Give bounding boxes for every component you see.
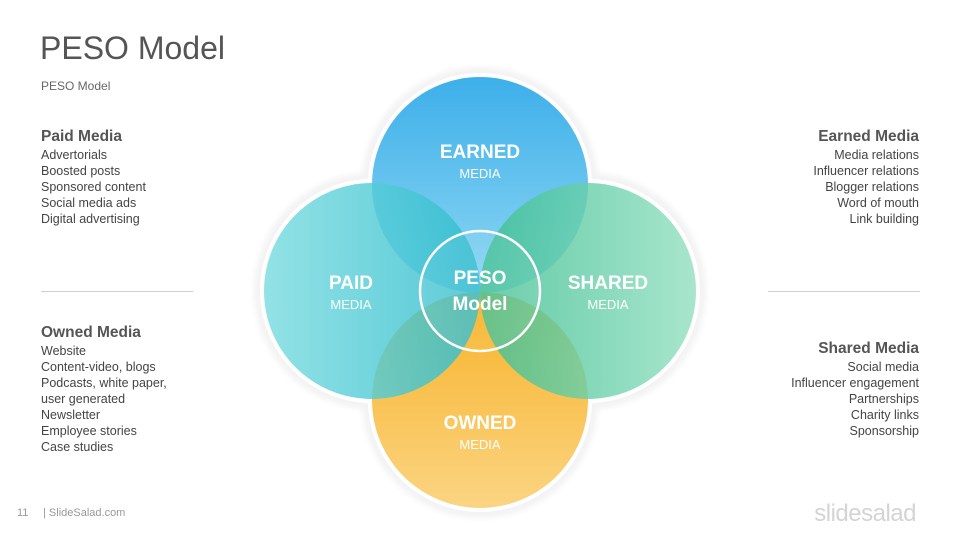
owned-media-item: user generated [41, 392, 126, 406]
center-label-line1: PESO [454, 268, 507, 289]
shared-media-item: Charity links [850, 408, 919, 422]
shared-media-item: Sponsorship [849, 424, 920, 438]
earned-sublabel: MEDIA [459, 166, 501, 181]
footer-site-link[interactable]: | SlideSalad.com [43, 507, 126, 519]
shared-media-item: Influencer engagement [791, 376, 919, 390]
owned-media-heading: Owned Media [41, 324, 141, 341]
center-ring [418, 229, 542, 353]
earned-media-item: Influencer relations [813, 164, 919, 178]
owned-media-item: Employee stories [41, 424, 137, 438]
owned-media-item: Podcasts, white paper, [41, 376, 167, 390]
owned-media-block: Owned Media Website Content-video, blogs… [41, 323, 167, 455]
right-divider [768, 291, 920, 292]
paid-media-item: Sponsored content [41, 180, 146, 194]
paid-media-item: Social media ads [41, 196, 137, 210]
paid-media-block: Paid Media Advertorials Boosted posts Sp… [41, 127, 146, 227]
shared-media-block: Shared Media Social media Influencer eng… [791, 339, 919, 439]
owned-media-item: Newsletter [41, 408, 101, 422]
shared-sublabel: MEDIA [587, 297, 629, 312]
paid-circle [264, 183, 480, 399]
owned-label: OWNED [444, 413, 517, 434]
shared-label: SHARED [568, 273, 648, 294]
page-subtitle: PESO Model [41, 79, 111, 93]
shared-media-heading: Shared Media [818, 340, 919, 357]
center-label-line2: Model [453, 294, 508, 315]
earned-media-item: Word of mouth [837, 196, 919, 210]
paid-media-item: Boosted posts [41, 164, 121, 178]
paid-label: PAID [329, 273, 373, 294]
paid-media-item: Advertorials [41, 148, 107, 162]
earned-media-item: Link building [849, 212, 920, 226]
page-number: 11 [17, 507, 29, 519]
owned-media-item: Website [41, 344, 86, 358]
owned-media-item: Case studies [41, 440, 114, 454]
earned-media-item: Blogger relations [825, 180, 919, 194]
earned-media-heading: Earned Media [818, 128, 919, 145]
earned-media-item: Media relations [834, 148, 919, 162]
owned-sublabel: MEDIA [459, 437, 501, 452]
shared-media-item: Social media [847, 360, 919, 374]
brand-logo: slidesalad [814, 500, 916, 527]
earned-label: EARNED [440, 142, 520, 163]
paid-media-item: Digital advertising [41, 212, 140, 226]
shared-media-item: Partnerships [848, 392, 919, 406]
paid-sublabel: MEDIA [330, 297, 372, 312]
paid-media-heading: Paid Media [41, 128, 122, 145]
earned-media-block: Earned Media Media relations Influencer … [813, 127, 919, 227]
owned-media-item: Content-video, blogs [41, 360, 156, 374]
shared-circle [480, 183, 696, 399]
page-title: PESO Model [40, 30, 225, 66]
left-divider [41, 291, 193, 292]
